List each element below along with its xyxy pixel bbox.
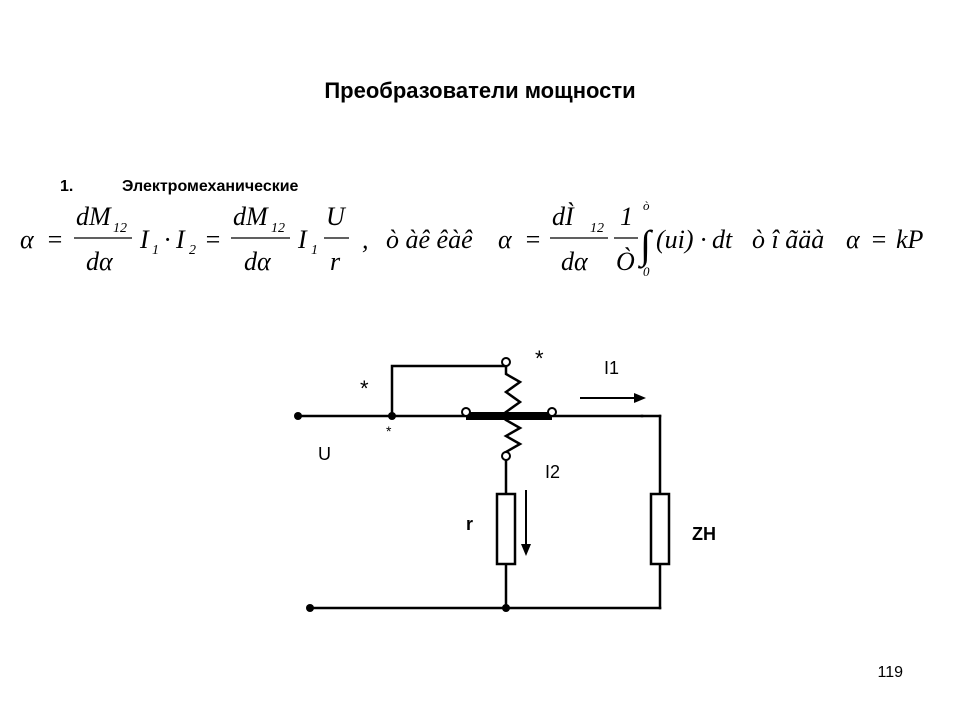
formula-comma: , <box>362 225 369 254</box>
section-number: 1. <box>60 178 74 195</box>
coil-terminal <box>461 407 471 417</box>
formula-numerator: dÌ <box>552 202 575 231</box>
page-number: 119 <box>877 664 903 681</box>
terminal-input-bottom <box>306 604 314 612</box>
coil-terminal <box>501 451 511 461</box>
formula-dot: · <box>700 225 707 254</box>
junction-dot <box>502 604 510 612</box>
integral-upper: ò <box>643 198 650 213</box>
terminal-input-top <box>294 412 302 420</box>
arrowhead-icon <box>634 393 646 403</box>
formula-variable: I <box>297 225 308 254</box>
voltage-coil-upper <box>503 364 523 414</box>
formula-rhs: kP <box>896 225 924 254</box>
formula-variable: I <box>175 225 186 254</box>
formula-equals: = <box>870 225 888 254</box>
formula: α = dM 12 dα I 1 · I 2 = dM 12 dα I 1 U … <box>20 198 924 279</box>
section-label: Электромеханические <box>122 178 299 195</box>
formula-alpha: α <box>498 225 513 254</box>
label-current-i2: I2 <box>545 462 560 482</box>
formula-subscript: 1 <box>152 243 159 258</box>
formula-denominator: r <box>330 247 341 276</box>
resistor-r <box>495 492 517 566</box>
coil-terminal <box>547 407 557 417</box>
formula-numerator: dM <box>76 202 112 231</box>
section-heading: 1. Электромеханические <box>60 178 298 196</box>
formula-text: ò àê êàê <box>386 225 473 254</box>
formula-alpha: α <box>846 225 861 254</box>
formula-alpha: α <box>20 225 35 254</box>
formula-subscript: 1 <box>311 243 318 258</box>
current-coil <box>466 412 552 420</box>
formula-denominator: dα <box>86 247 114 276</box>
formula-denominator: Ò <box>616 247 635 276</box>
label-star: * <box>360 376 369 401</box>
formula-numerator: dM <box>233 202 269 231</box>
formula-equals: = <box>524 225 542 254</box>
wire-voltage-loop <box>390 364 508 418</box>
formula-text: ò î ãäà <box>752 225 824 254</box>
formula-subscript: 2 <box>189 243 196 258</box>
label-voltage-u: U <box>318 444 331 464</box>
load-resistor <box>649 492 671 566</box>
coil-terminal <box>501 357 511 367</box>
integral-sign: ∫ <box>637 222 654 269</box>
formula-subscript: 12 <box>113 221 127 236</box>
formula-numerator: 1 <box>620 202 633 231</box>
formula-subscript: 12 <box>590 221 604 236</box>
formula-numerator: U <box>326 202 347 231</box>
formula-equals: = <box>204 225 222 254</box>
label-resistor-r: r <box>466 514 473 534</box>
formula-differential: dt <box>712 225 733 254</box>
label-star: * <box>535 346 544 371</box>
formula-denominator: dα <box>561 247 589 276</box>
arrowhead-icon <box>521 544 531 556</box>
integral-lower: 0 <box>643 264 650 279</box>
label-load-zn: ZН <box>692 524 716 544</box>
voltage-coil-lower <box>503 418 523 454</box>
label-current-i1: I1 <box>604 358 619 378</box>
formula-variable: I <box>139 225 150 254</box>
formula-equals: = <box>46 225 64 254</box>
label-star: * <box>386 423 392 439</box>
page-title: Преобразователи мощности <box>324 78 636 103</box>
formula-subscript: 12 <box>271 221 285 236</box>
formula-dot: · <box>164 225 171 254</box>
formula-denominator: dα <box>244 247 272 276</box>
formula-integrand: (ui) <box>656 225 694 254</box>
junction-dot <box>388 412 396 420</box>
